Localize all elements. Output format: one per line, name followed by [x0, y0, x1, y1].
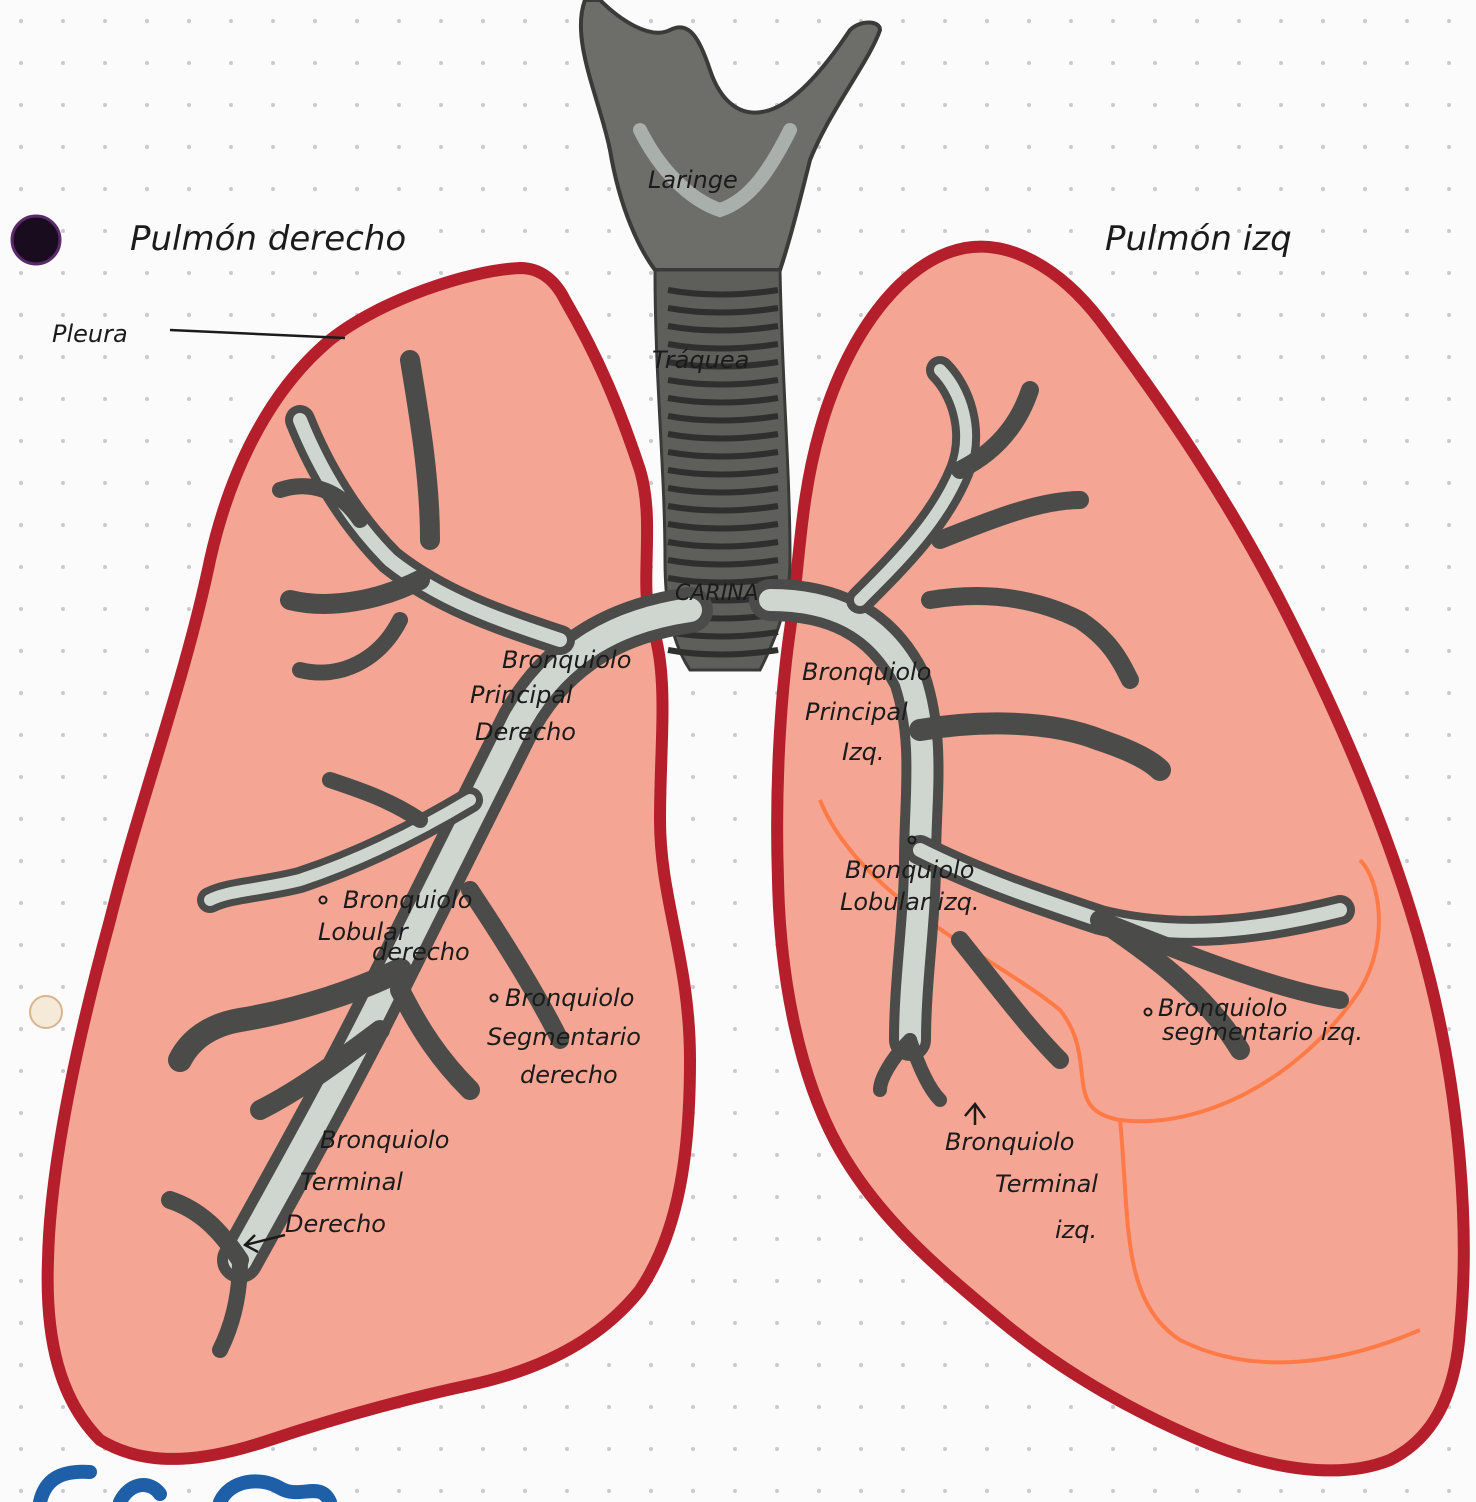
label-trachea: Tráquea — [652, 346, 749, 374]
purple-dot-icon — [12, 216, 60, 264]
label-left-lobular-2: Lobular izq. — [840, 888, 980, 916]
label-pleura: Pleura — [52, 320, 128, 348]
label-left-main-2: Principal — [805, 698, 908, 726]
label-right-terminal-3: Derecho — [285, 1210, 386, 1238]
label-left-terminal-1: Bronquiolo — [945, 1128, 1074, 1156]
round-sticker-icon — [30, 996, 62, 1028]
label-right-main-1: Bronquiolo — [502, 646, 631, 674]
label-right-segmental-2: Segmentario — [487, 1023, 641, 1051]
label-carina: CARINA — [675, 581, 759, 606]
label-right-lobular-1: Bronquiolo — [343, 886, 472, 914]
label-left-segmental-2: segmentario izq. — [1162, 1018, 1363, 1046]
label-right-lobular-3: derecho — [372, 938, 470, 966]
label-right-main-3: Derecho — [475, 718, 576, 746]
label-left-terminal-2: Terminal — [995, 1170, 1098, 1198]
label-larynx: Laringe — [648, 166, 738, 194]
label-left-terminal-3: izq. — [1055, 1216, 1097, 1244]
label-right-segmental-3: derecho — [520, 1061, 618, 1089]
heading-right-lung: Pulmón derecho — [130, 219, 406, 259]
label-left-lobular-1: Bronquiolo — [845, 856, 974, 884]
label-right-terminal-2: Terminal — [300, 1168, 403, 1196]
label-left-main-3: Izq. — [842, 738, 885, 766]
label-right-main-2: Principal — [470, 681, 573, 709]
heading-left-lung: Pulmón izq — [1105, 219, 1292, 259]
label-left-main-1: Bronquiolo — [802, 658, 931, 686]
label-right-segmental-1: Bronquiolo — [505, 984, 634, 1012]
label-right-terminal-1: Bronquiolo — [320, 1126, 449, 1154]
